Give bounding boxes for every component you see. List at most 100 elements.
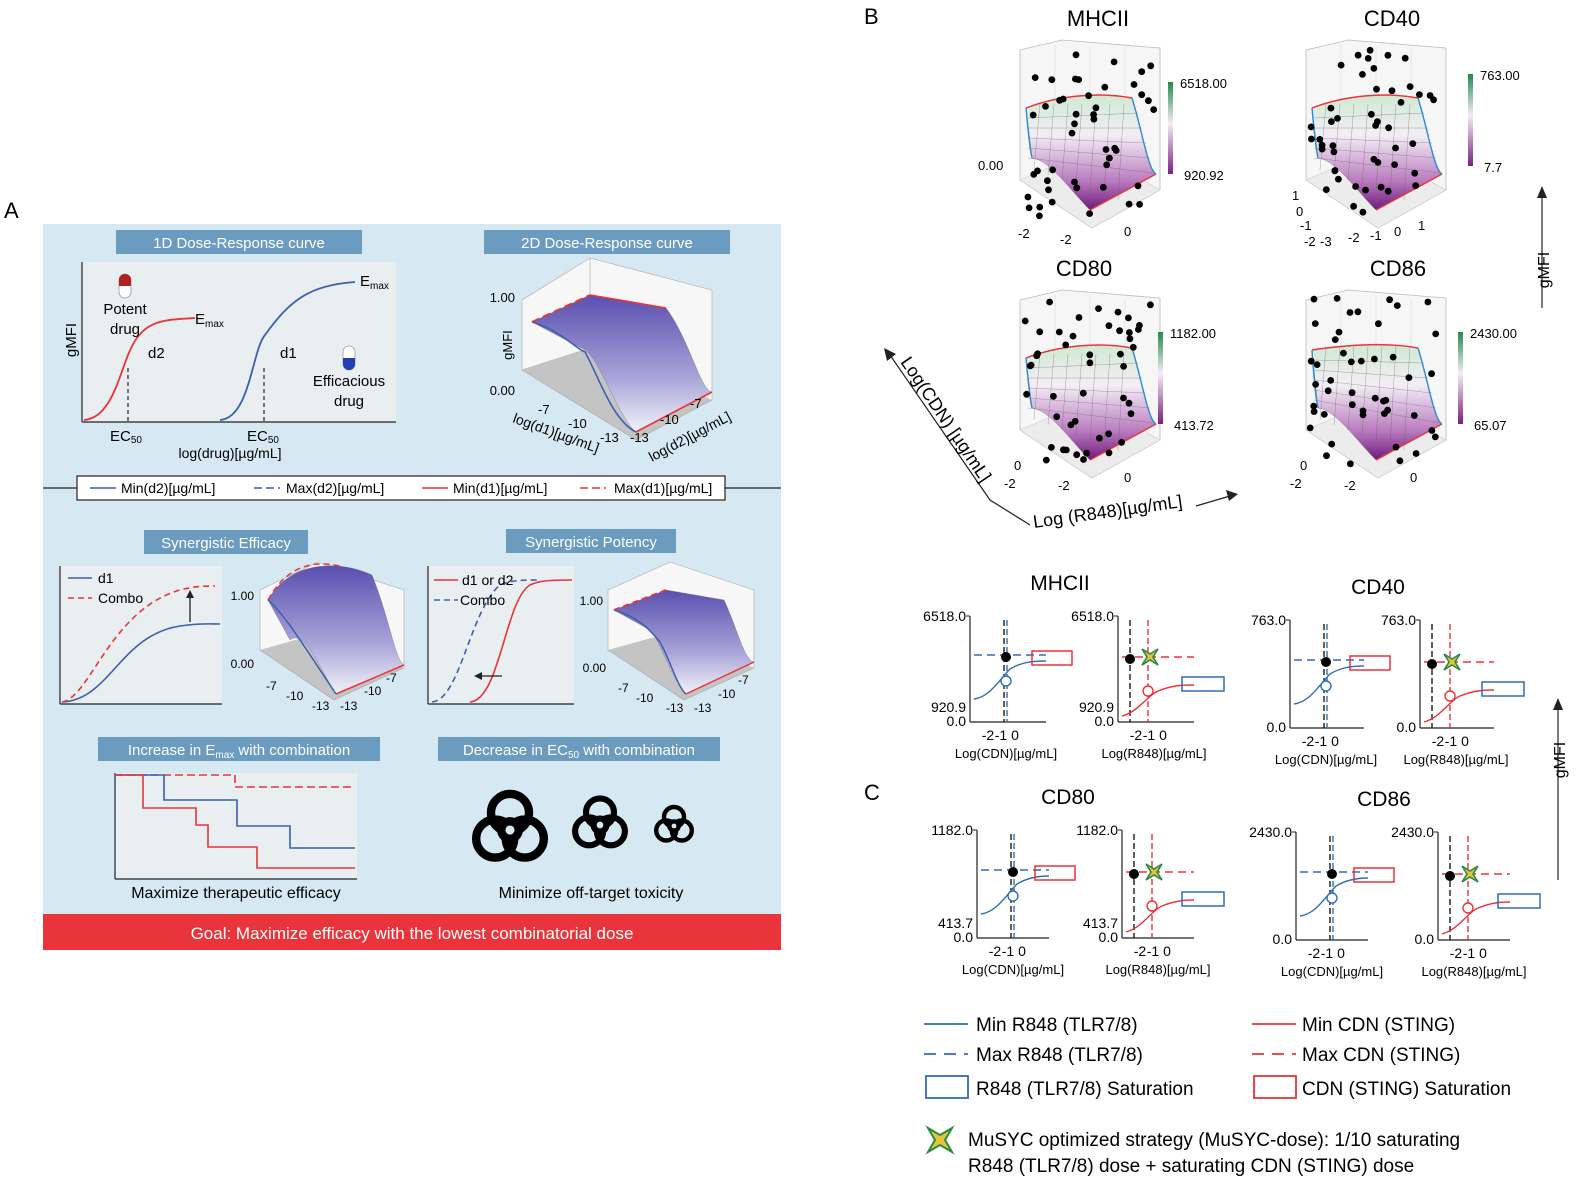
scatter-point <box>1045 186 1052 194</box>
xlabel: Log(R848)[µg/mL] <box>1101 746 1206 761</box>
efficacious-drug-curve <box>219 281 356 421</box>
scatter-point <box>1120 363 1127 370</box>
scatter-point <box>1031 74 1039 81</box>
scatter-point <box>1046 298 1053 306</box>
scatter-point <box>1401 54 1409 62</box>
xtick: -1 <box>1321 945 1334 961</box>
scatter-point <box>1126 329 1133 336</box>
legend-min-d1: Min(d1)[µg/mL] <box>453 480 547 496</box>
scatter-point <box>1366 46 1374 54</box>
ytick-mid: 920.9 <box>1079 699 1114 715</box>
panel-c-gmfi-axis: gMFI <box>1552 698 1569 880</box>
scatter-point <box>1095 305 1102 312</box>
scatter-point <box>1306 424 1314 432</box>
musyc-star-icon <box>1443 653 1461 671</box>
efficacious-label-2: drug <box>334 393 364 410</box>
surf-ytick-1: 1.00 <box>490 290 515 305</box>
scatter-point <box>1062 341 1070 349</box>
scatter-point <box>1110 58 1118 66</box>
surface-title: MHCII <box>1067 6 1129 31</box>
scatter-point <box>1364 55 1372 62</box>
scatter-point <box>1323 452 1330 460</box>
scatter-point <box>1086 351 1094 359</box>
scatter-point <box>1385 124 1392 132</box>
scatter-point <box>1307 357 1315 365</box>
scatter-point <box>1410 412 1418 419</box>
scatter-point <box>1312 381 1319 388</box>
gmfi-label-b: gMFI <box>1536 252 1553 288</box>
emax-label-blue: Emax <box>360 273 389 292</box>
colorbar <box>1168 82 1173 174</box>
legend-max-r848: Max R848 (TLR7/8) <box>976 1045 1143 1066</box>
syn-pot-xt6: -7 <box>738 673 749 687</box>
xtick: -2 <box>982 727 995 743</box>
panel-c-title-mhcii: MHCII <box>1030 572 1090 595</box>
ec-box-title-text: Decrease in EC50 with combination <box>463 742 695 761</box>
colorbar-min: 920.92 <box>1184 168 1224 183</box>
ytick-max: 763.0 <box>1251 612 1286 628</box>
surf-xtick-right-1: -13 <box>630 430 649 445</box>
max-efficacy-caption: Maximize therapeutic efficacy <box>131 885 341 902</box>
surface-tick: 0 <box>1124 224 1131 239</box>
surface-tick: 1 <box>1418 218 1425 233</box>
scatter-point <box>1328 118 1335 125</box>
scatter-point <box>1127 410 1135 418</box>
colorbar-max: 6518.00 <box>1180 76 1227 91</box>
scatter-point <box>1106 154 1113 162</box>
xtick: -2 <box>1134 943 1147 959</box>
scatter-point <box>1145 97 1152 105</box>
scatter-point <box>1096 434 1103 442</box>
scatter-point <box>1072 110 1080 118</box>
scatter-point <box>1083 449 1090 457</box>
colorbar <box>1468 74 1473 166</box>
scatter-point <box>1125 200 1133 208</box>
scatter-point <box>1386 296 1393 304</box>
emax-label-red: Emax <box>195 311 224 330</box>
scatter-point <box>1424 298 1432 306</box>
syn-pot-ytick-0: 0.00 <box>583 661 607 675</box>
scatter-point <box>1347 358 1355 366</box>
syn-pot-xt5: -10 <box>718 687 736 701</box>
xtick: 0 <box>1337 945 1345 961</box>
xtick: -2 <box>989 943 1002 959</box>
box-1d-title <box>116 230 362 254</box>
xtick: -1 <box>1002 943 1015 959</box>
scatter-point <box>1069 332 1077 340</box>
panel-label-b: B <box>864 4 879 29</box>
scatter-point <box>1307 123 1315 131</box>
ytick-min: 0.0 <box>954 929 974 945</box>
scatter-point <box>1334 115 1341 122</box>
scatter-point <box>1397 99 1405 106</box>
legend-max-cdn: Max CDN (STING) <box>1302 1045 1460 1066</box>
scatter-point <box>1359 208 1367 216</box>
scatter-point <box>1048 444 1055 451</box>
xlabel: Log(CDN)[µg/mL] <box>1275 752 1377 767</box>
ytick-mid: 920.9 <box>931 699 966 715</box>
surface-tick: 0 <box>1300 458 1307 473</box>
scatter-point <box>1071 120 1078 128</box>
scatter-point <box>1072 51 1080 59</box>
syn-eff-xt4: -13 <box>340 699 358 713</box>
scatter-point <box>1048 76 1056 84</box>
ytick-mid: 413.7 <box>938 915 973 931</box>
scatter-point <box>1405 374 1413 381</box>
scatter-point <box>1055 328 1063 336</box>
scatter-point <box>1036 328 1044 336</box>
scatter-point <box>1322 186 1330 194</box>
scatter-point <box>1036 203 1044 211</box>
scatter-point <box>1311 320 1319 327</box>
colorbar-min: 413.72 <box>1174 418 1214 433</box>
scatter-point <box>1373 85 1380 93</box>
syn-pot-ytick-1: 1.00 <box>580 594 604 608</box>
scatter-point <box>1147 62 1155 70</box>
scatter-point <box>1135 326 1142 333</box>
biohazard-icon <box>472 789 548 862</box>
xtick: -2 <box>1450 945 1463 961</box>
surface-tick: 0 <box>1014 458 1021 473</box>
